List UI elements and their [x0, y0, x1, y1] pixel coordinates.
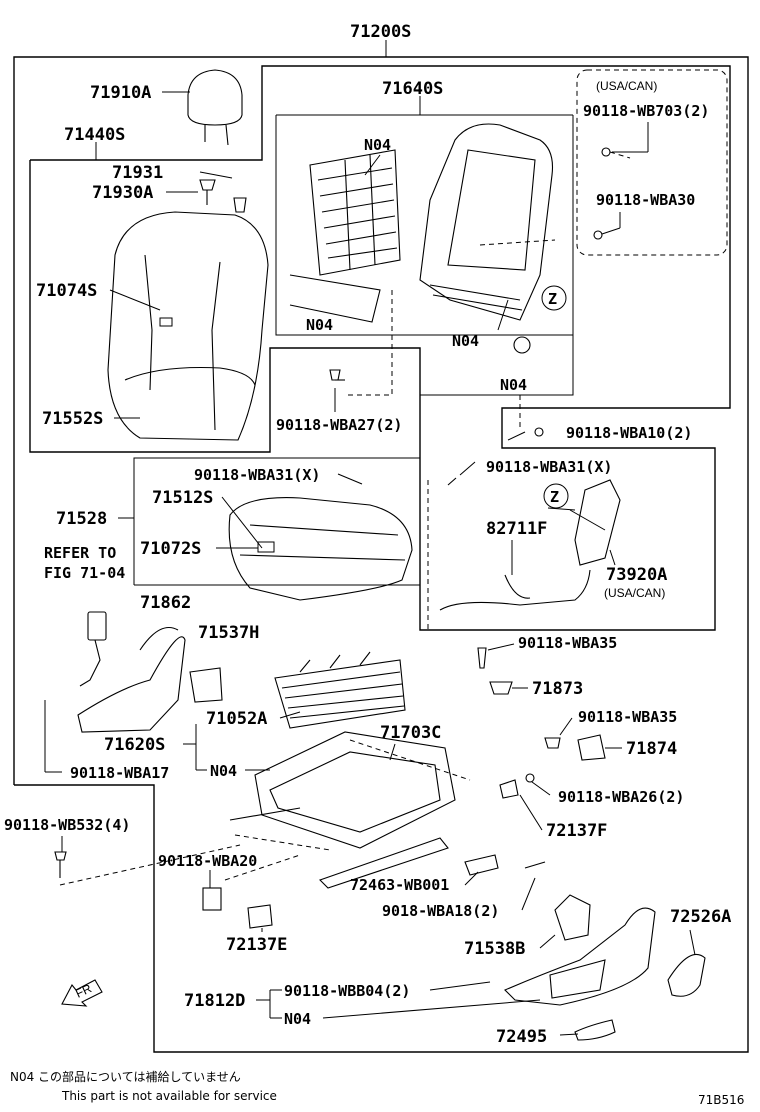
- z-callout-top: Z: [548, 290, 557, 308]
- cushion-spring-drawing: [274, 651, 406, 729]
- label-71052a: 71052A: [206, 709, 267, 729]
- label-71812d: 71812D: [184, 991, 245, 1011]
- label-90118-wbb04: 90118-WBB04(2): [284, 982, 410, 1000]
- label-90118-wba35-mid: 90118-WBA35: [578, 708, 677, 726]
- label-71072s: 71072S: [140, 539, 201, 559]
- label-n04-springs-top: N04: [364, 136, 391, 154]
- label-72463-wb001: 72463-WB001: [350, 876, 449, 894]
- label-90118-wba20: 90118-WBA20: [158, 852, 257, 870]
- side-shield-drawing: [77, 626, 186, 733]
- assembly-frames: [13, 40, 749, 1053]
- label-90118-wba31-right: 90118-WBA31(X): [486, 458, 612, 476]
- dashed-leaders: [345, 290, 521, 630]
- bolt-wba27-drawing: [329, 369, 345, 381]
- cover-71537h-drawing: [189, 667, 223, 703]
- label-n04-bottom: N04: [284, 1010, 311, 1028]
- label-71703c: 71703C: [380, 723, 441, 743]
- label-71537h: 71537H: [198, 623, 259, 643]
- label-71640s: 71640S: [382, 79, 443, 99]
- label-90118-wb532: 90118-WB532(4): [4, 816, 130, 834]
- label-71512s: 71512S: [152, 488, 213, 508]
- label-usa-can-box: (USA/CAN): [596, 79, 657, 93]
- label-71074s: 71074S: [36, 281, 97, 301]
- z-callout-bottom: Z: [550, 488, 559, 506]
- label-n04-springs-bottom: N04: [306, 316, 333, 334]
- seatback-spring-drawing: [289, 149, 401, 323]
- side-cover-drawing: [504, 894, 706, 1041]
- note-english: This part is not available for service: [61, 1089, 277, 1103]
- label-71528: 71528: [56, 509, 107, 529]
- label-n04-frame: N04: [452, 332, 479, 350]
- label-71620s: 71620S: [104, 735, 165, 755]
- seat-cushion-drawing: [228, 497, 413, 601]
- seatbelt-buckle-drawing: [79, 611, 107, 687]
- label-71874: 71874: [626, 739, 677, 759]
- label-90118-wba30: 90118-WBA30: [596, 191, 695, 209]
- label-90118-wba35-top: 90118-WBA35: [518, 634, 617, 652]
- label-refer-line2: FIG 71-04: [44, 564, 125, 582]
- label-71440s: 71440S: [64, 125, 125, 145]
- note-japanese: N04 この部品については補給していません: [10, 1069, 241, 1084]
- label-90118-wba27: 90118-WBA27(2): [276, 416, 402, 434]
- lumbar-drawing: [439, 477, 621, 611]
- footer-notes: N04 この部品については補給していません This part is not a…: [10, 1069, 744, 1107]
- label-72495: 72495: [496, 1027, 547, 1047]
- label-73920a: 73920A: [606, 565, 667, 585]
- label-71931: 71931: [112, 163, 163, 183]
- label-71552s: 71552S: [42, 409, 103, 429]
- seat-track-drawing: [229, 731, 471, 889]
- headrest-drawing: [187, 69, 243, 146]
- label-71862: 71862: [140, 593, 191, 613]
- label-90118-wba26: 90118-WBA26(2): [558, 788, 684, 806]
- figure-id: 71B516: [698, 1093, 744, 1107]
- label-72137e: 72137E: [226, 935, 287, 955]
- label-n04-bolt: N04: [500, 376, 527, 394]
- front-arrow-label: FR: [73, 981, 94, 1001]
- label-72137f: 72137F: [546, 821, 607, 841]
- assembly-label: 71200S: [350, 22, 411, 42]
- front-arrow-icon: [61, 979, 103, 1007]
- seatback-frame-drawing: [419, 123, 554, 354]
- label-9018-wba18: 9018-WBA18(2): [382, 902, 499, 920]
- usa-can-bolts-drawing: [479, 147, 631, 246]
- headrest-guide-drawing: [199, 179, 247, 213]
- seatback-cover-drawing: [107, 211, 269, 441]
- label-71873: 71873: [532, 679, 583, 699]
- label-82711f: 82711F: [486, 519, 547, 539]
- label-90118-wb703: 90118-WB703(2): [583, 102, 709, 120]
- bottom-bolts-drawing: [54, 844, 301, 929]
- part-labels: 71200S 71910A 71440S 71931 71930A 71074S…: [4, 22, 731, 1047]
- z-callouts: Z Z: [541, 285, 569, 509]
- label-71930a: 71930A: [92, 183, 153, 203]
- label-n04-cushion: N04: [210, 762, 237, 780]
- label-71910a: 71910A: [90, 83, 151, 103]
- label-usa-can-small: (USA/CAN): [604, 586, 665, 600]
- label-71538b: 71538B: [464, 939, 525, 959]
- label-90118-wba10: 90118-WBA10(2): [566, 424, 692, 442]
- label-refer-line1: REFER TO: [44, 544, 116, 562]
- label-90118-wba17: 90118-WBA17: [70, 764, 169, 782]
- bolt-wba10-drawing: [534, 427, 544, 437]
- label-90118-wba31-left: 90118-WBA31(X): [194, 466, 320, 484]
- small-brackets-drawing: [477, 647, 606, 799]
- leader-lines: [44, 91, 696, 1036]
- bracket-72463-drawing: [464, 854, 546, 876]
- label-72526a: 72526A: [670, 907, 731, 927]
